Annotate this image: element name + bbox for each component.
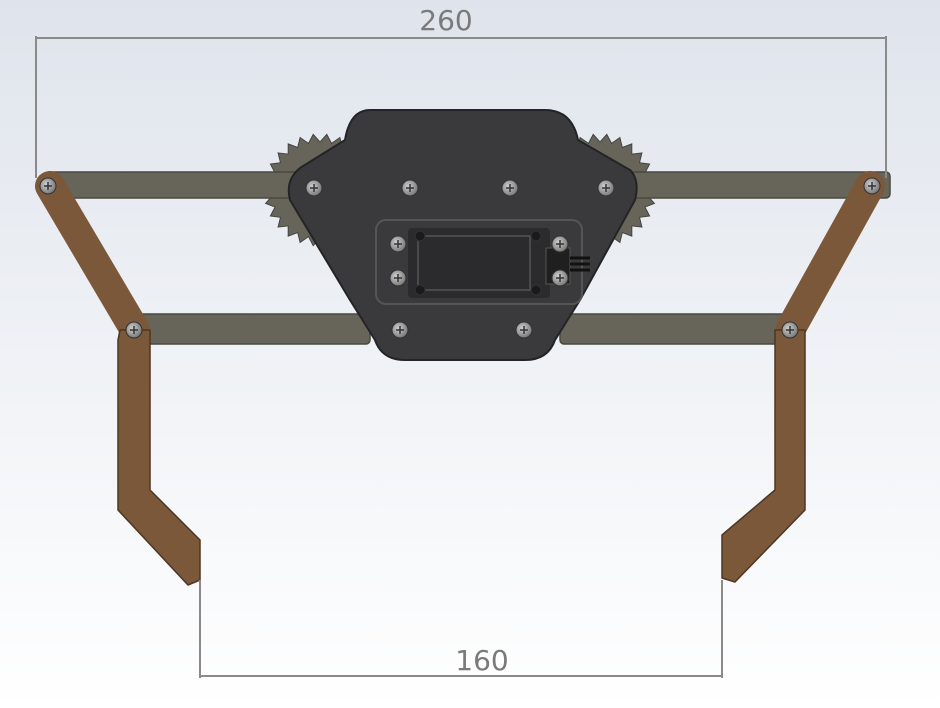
screw — [39, 177, 57, 195]
screw — [515, 321, 533, 339]
screw — [597, 179, 615, 197]
screw — [530, 230, 542, 242]
upper-link-bar-right — [597, 171, 891, 199]
right-arm — [721, 171, 885, 583]
lower-link-bar-left — [129, 313, 371, 345]
servo-body — [408, 228, 550, 298]
screw — [530, 284, 542, 296]
screw — [391, 321, 409, 339]
screws — [39, 177, 881, 339]
screw — [401, 179, 419, 197]
servo-frame — [375, 219, 583, 305]
screw — [781, 321, 799, 339]
screw — [414, 230, 426, 242]
screw — [863, 177, 881, 195]
lower-link-bar-right — [559, 313, 801, 345]
screw — [125, 321, 143, 339]
servo-inner — [417, 235, 531, 291]
screw — [551, 269, 569, 287]
dimension-260: 260 — [35, 4, 887, 178]
screw — [305, 179, 323, 197]
screw — [551, 235, 569, 253]
dimension-label-160: 160 — [455, 644, 508, 677]
screw — [389, 269, 407, 287]
screw — [501, 179, 519, 197]
dimension-160: 160 — [199, 580, 723, 678]
dimension-label-260: 260 — [419, 4, 472, 37]
screw — [389, 235, 407, 253]
screw — [414, 284, 426, 296]
